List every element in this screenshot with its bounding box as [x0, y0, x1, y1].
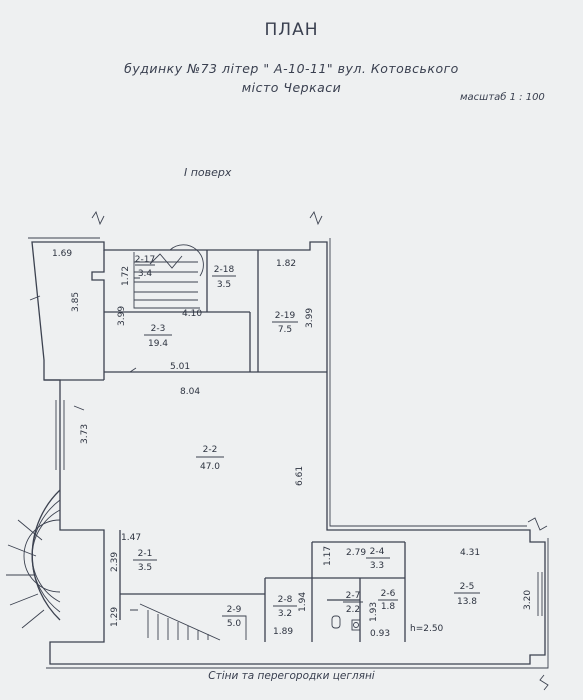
dimension-labels: 1.69 1.82 4.10 5.01 8.04 1.47 1.89 2.79 … [52, 249, 533, 639]
svg-text:3.5: 3.5 [138, 563, 152, 573]
svg-text:1.8: 1.8 [381, 602, 396, 612]
svg-text:5.0: 5.0 [227, 619, 242, 629]
svg-text:2.79: 2.79 [346, 548, 366, 558]
svg-text:2-19: 2-19 [275, 311, 296, 321]
scale-label: масштаб 1 : 100 [460, 92, 545, 103]
svg-text:3.5: 3.5 [217, 280, 231, 290]
svg-text:7.5: 7.5 [278, 325, 292, 335]
svg-text:5.01: 5.01 [170, 362, 190, 372]
city-name: місто Черкаси [241, 80, 342, 95]
room-2-19-label: 2-19 7.5 [272, 311, 298, 335]
rotunda [6, 489, 61, 629]
svg-text:3.99: 3.99 [117, 306, 127, 326]
svg-text:4.10: 4.10 [182, 309, 202, 319]
svg-text:2-9: 2-9 [227, 605, 242, 615]
room-2-1-label: 2-1 3.5 [133, 549, 157, 573]
svg-text:13.8: 13.8 [457, 597, 477, 607]
svg-text:3.20: 3.20 [523, 590, 533, 610]
room-2-17-label: 2-17 3.4 [135, 255, 155, 279]
svg-text:1.72: 1.72 [121, 266, 131, 286]
svg-text:2.2: 2.2 [346, 605, 360, 615]
svg-text:8.04: 8.04 [180, 387, 200, 397]
svg-text:2-17: 2-17 [135, 255, 155, 265]
room-2-8-label: 2-8 3.2 [273, 595, 297, 619]
svg-text:2-3: 2-3 [151, 324, 166, 334]
plan-title: ПЛАН [264, 20, 319, 40]
room-2-2-label: 2-2 47.0 [196, 445, 224, 472]
room-2-9-label: 2-9 5.0 [222, 605, 246, 629]
svg-text:1.82: 1.82 [276, 259, 296, 269]
svg-text:3.99: 3.99 [305, 308, 315, 328]
svg-text:19.4: 19.4 [148, 339, 168, 349]
svg-text:2-4: 2-4 [370, 547, 385, 557]
internal-walls [29, 244, 543, 642]
building-address: будинку №73 літер " А-10-11" вул. Котовс… [124, 61, 459, 76]
svg-text:2-7: 2-7 [346, 591, 361, 601]
outer-walls [28, 210, 549, 691]
room-2-5-label: 2-5 13.8 [454, 582, 480, 607]
svg-text:6.61: 6.61 [295, 466, 305, 486]
room-2-3-label: 2-3 19.4 [144, 324, 172, 349]
wall-material-note: Стіни та перегородки цегляні [208, 670, 375, 682]
svg-text:3.4: 3.4 [138, 269, 153, 279]
svg-text:3.3: 3.3 [370, 561, 384, 571]
svg-text:47.0: 47.0 [200, 462, 220, 472]
svg-text:2-5: 2-5 [460, 582, 475, 592]
svg-text:1.47: 1.47 [121, 533, 141, 543]
svg-text:1.29: 1.29 [110, 607, 120, 627]
svg-text:0.93: 0.93 [370, 629, 390, 639]
svg-text:2.39: 2.39 [110, 552, 120, 572]
svg-text:1.93: 1.93 [369, 602, 379, 622]
svg-text:h=2.50: h=2.50 [410, 624, 444, 634]
svg-text:3.2: 3.2 [278, 609, 292, 619]
svg-text:2-2: 2-2 [203, 445, 218, 455]
svg-text:1.17: 1.17 [323, 546, 333, 566]
room-2-18-label: 2-18 3.5 [212, 265, 236, 290]
floor-label: I поверх [184, 166, 232, 179]
room-2-6-label: 2-6 1.8 [378, 589, 398, 612]
svg-text:2-1: 2-1 [138, 549, 153, 559]
svg-text:1.69: 1.69 [52, 249, 72, 259]
svg-text:1.94: 1.94 [298, 592, 308, 612]
room-2-4-label: 2-4 3.3 [366, 547, 390, 571]
svg-text:1.89: 1.89 [273, 627, 293, 637]
svg-text:2-8: 2-8 [278, 595, 293, 605]
room-2-7-label: 2-7 2.2 [343, 591, 363, 615]
svg-text:2-6: 2-6 [381, 589, 396, 599]
svg-text:2-18: 2-18 [214, 265, 235, 275]
svg-text:4.31: 4.31 [460, 548, 480, 558]
svg-text:3.85: 3.85 [71, 292, 81, 312]
svg-text:3.73: 3.73 [80, 424, 90, 444]
